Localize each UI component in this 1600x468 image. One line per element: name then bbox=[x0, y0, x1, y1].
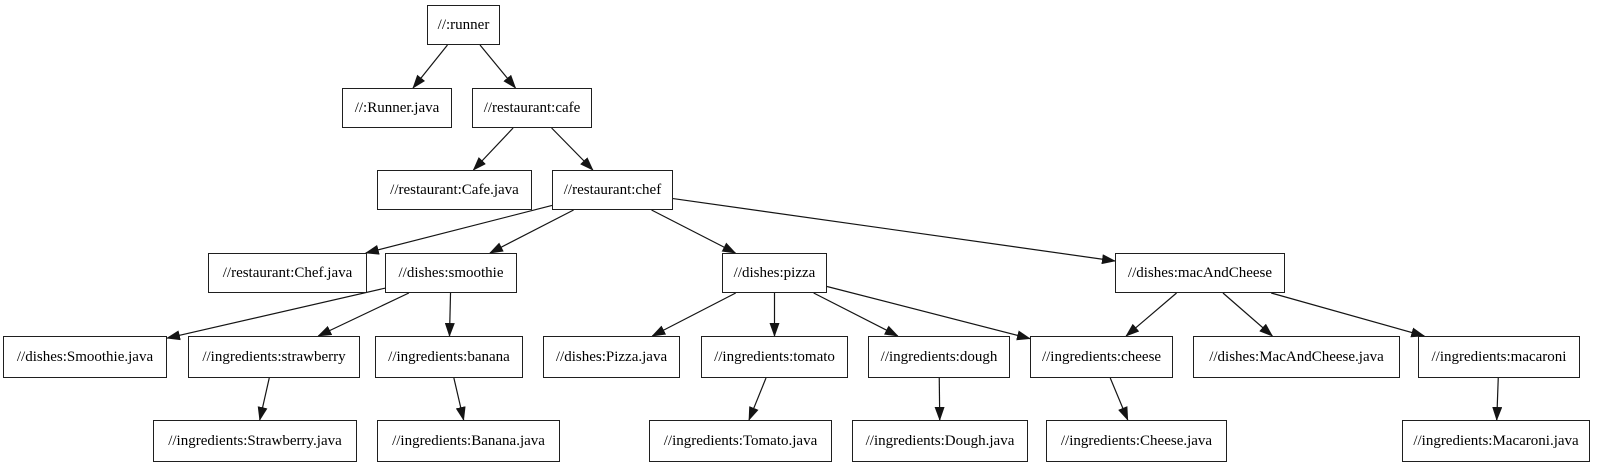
node-strawberry: //ingredients:strawberry bbox=[188, 336, 360, 378]
node-label: //ingredients:banana bbox=[388, 348, 510, 365]
node-strawberry-java: //ingredients:Strawberry.java bbox=[153, 420, 357, 462]
node-cheese: //ingredients:cheese bbox=[1030, 336, 1173, 378]
node-tomato-java: //ingredients:Tomato.java bbox=[649, 420, 832, 462]
edge-chef-to-smoothie bbox=[489, 209, 574, 254]
edge-cheese-to-cheese-java bbox=[1109, 377, 1129, 421]
node-label: //ingredients:Cheese.java bbox=[1060, 432, 1213, 449]
edge-smoothie-to-strawberry bbox=[317, 292, 410, 337]
node-dough: //ingredients:dough bbox=[868, 336, 1010, 378]
edge-pizza-to-cheese bbox=[826, 285, 1031, 341]
edge-dough-to-dough-java bbox=[934, 377, 945, 421]
edge-mac-and-cheese-to-cheese bbox=[1125, 292, 1177, 337]
edge-cafe-to-chef bbox=[551, 127, 594, 171]
node-banana: //ingredients:banana bbox=[375, 336, 523, 378]
node-label: //restaurant:cafe bbox=[483, 99, 581, 116]
node-chef-java: //restaurant:Chef.java bbox=[208, 253, 367, 293]
node-label: //dishes:smoothie bbox=[398, 264, 504, 281]
edge-mac-and-cheese-to-mac-and-cheese-java bbox=[1222, 292, 1274, 337]
edge-strawberry-to-strawberry-java bbox=[257, 377, 270, 421]
node-chef: //restaurant:chef bbox=[552, 170, 673, 210]
node-label: //ingredients:Strawberry.java bbox=[168, 432, 342, 449]
edge-macaroni-to-macaroni-java bbox=[1492, 377, 1503, 421]
node-label: //restaurant:Chef.java bbox=[222, 264, 353, 281]
edge-tomato-to-tomato-java bbox=[748, 377, 767, 421]
node-label: //:Runner.java bbox=[354, 99, 440, 116]
node-mac-and-cheese-java: //dishes:MacAndCheese.java bbox=[1193, 336, 1400, 378]
node-cafe: //restaurant:cafe bbox=[472, 88, 592, 128]
node-mac-and-cheese: //dishes:macAndCheese bbox=[1115, 253, 1285, 293]
node-label: //ingredients:Tomato.java bbox=[663, 432, 818, 449]
node-runner: //:runner bbox=[427, 5, 500, 45]
node-macaroni-java: //ingredients:Macaroni.java bbox=[1402, 420, 1590, 462]
edge-smoothie-to-banana bbox=[444, 292, 455, 337]
node-pizza: //dishes:pizza bbox=[722, 253, 827, 293]
edge-runner-to-cafe bbox=[479, 44, 517, 89]
node-label: //:runner bbox=[437, 16, 490, 33]
node-label: //ingredients:Macaroni.java bbox=[1413, 432, 1579, 449]
edge-smoothie-to-smoothie-java bbox=[166, 287, 386, 341]
edge-cafe-to-cafe-java bbox=[472, 127, 514, 171]
node-macaroni: //ingredients:macaroni bbox=[1418, 336, 1580, 378]
edge-pizza-to-dough bbox=[813, 292, 899, 337]
node-banana-java: //ingredients:Banana.java bbox=[377, 420, 560, 462]
node-label: //ingredients:tomato bbox=[714, 348, 835, 365]
node-tomato: //ingredients:tomato bbox=[701, 336, 848, 378]
node-label: //restaurant:Cafe.java bbox=[390, 181, 519, 198]
node-label: //ingredients:macaroni bbox=[1431, 348, 1567, 365]
node-pizza-java: //dishes:Pizza.java bbox=[543, 336, 680, 378]
node-dough-java: //ingredients:Dough.java bbox=[852, 420, 1028, 462]
node-label: //ingredients:dough bbox=[880, 348, 998, 365]
edge-chef-to-pizza bbox=[651, 209, 737, 254]
node-label: //dishes:Pizza.java bbox=[555, 348, 668, 365]
edge-banana-to-banana-java bbox=[453, 377, 466, 421]
node-label: //dishes:pizza bbox=[733, 264, 816, 281]
node-label: //dishes:MacAndCheese.java bbox=[1209, 348, 1384, 365]
node-label: //dishes:Smoothie.java bbox=[16, 348, 154, 365]
node-label: //ingredients:Banana.java bbox=[392, 432, 545, 449]
node-smoothie-java: //dishes:Smoothie.java bbox=[3, 336, 167, 378]
node-runner-java: //:Runner.java bbox=[342, 88, 452, 128]
edge-chef-to-mac-and-cheese bbox=[672, 197, 1116, 265]
edge-runner-to-runner-java bbox=[412, 44, 448, 89]
node-label: //ingredients:Dough.java bbox=[865, 432, 1015, 449]
node-smoothie: //dishes:smoothie bbox=[385, 253, 517, 293]
edge-mac-and-cheese-to-macaroni bbox=[1271, 292, 1426, 338]
node-label: //dishes:macAndCheese bbox=[1127, 264, 1273, 281]
edge-chef-to-chef-java bbox=[364, 204, 553, 255]
node-cheese-java: //ingredients:Cheese.java bbox=[1046, 420, 1227, 462]
node-label: //ingredients:strawberry bbox=[202, 348, 346, 365]
node-label: //restaurant:chef bbox=[563, 181, 662, 198]
node-label: //ingredients:cheese bbox=[1041, 348, 1162, 365]
edge-pizza-to-pizza-java bbox=[651, 292, 736, 337]
node-cafe-java: //restaurant:Cafe.java bbox=[377, 170, 532, 210]
